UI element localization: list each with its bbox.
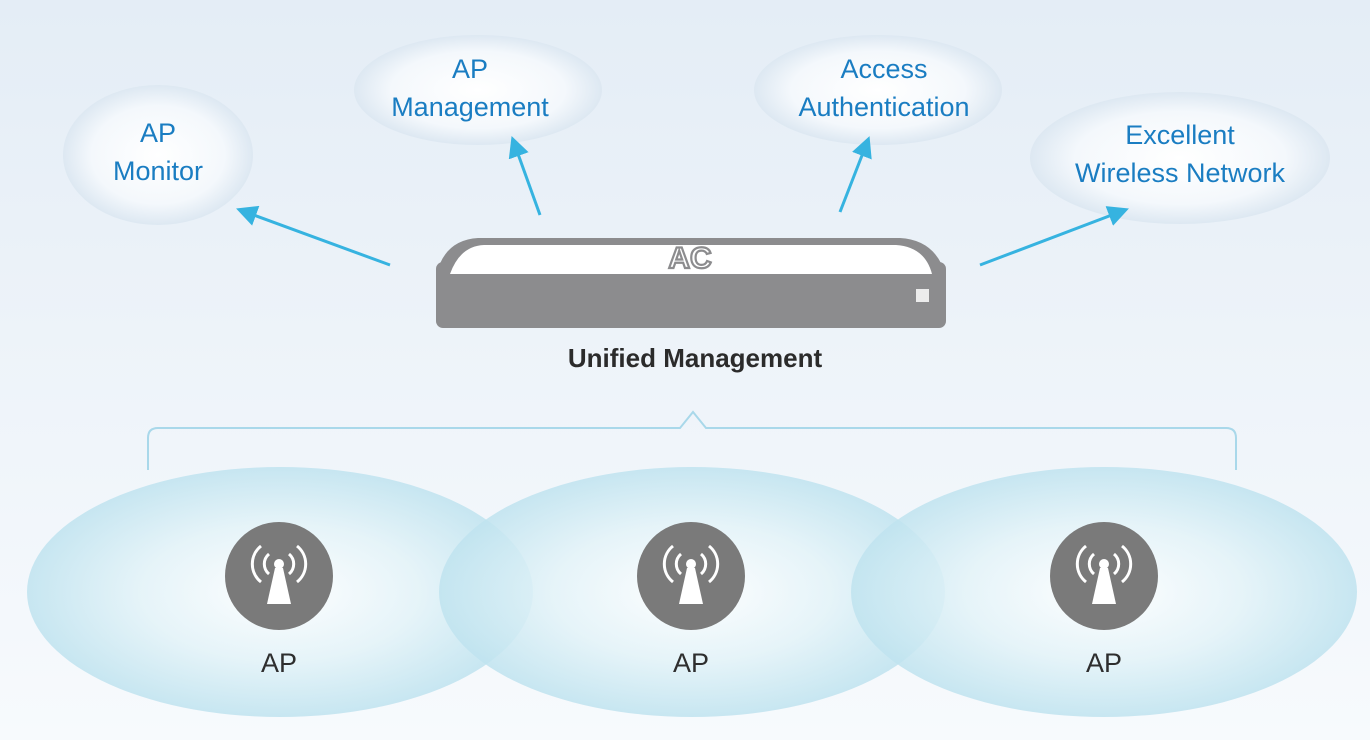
bubble-label-ap-management: AP Management: [370, 50, 570, 126]
bubble-line: Monitor: [112, 156, 204, 186]
ap-label: AP: [260, 648, 298, 678]
bubble-line: Wireless Network: [1074, 158, 1286, 188]
bubble-line: Excellent: [1125, 120, 1235, 150]
arrow-to-ap-monitor: [236, 205, 391, 267]
connection-bracket: [147, 410, 1237, 470]
bubble-line: Access: [840, 54, 928, 84]
arrow-to-wireless-network: [979, 206, 1129, 267]
arrow-to-access-authentication: [838, 136, 872, 213]
bubble-label-ap-monitor: AP Monitor: [58, 114, 258, 190]
bubble-line: AP: [451, 54, 489, 84]
bubble-ap-management: [354, 35, 602, 145]
controller-caption: Unified Management: [567, 343, 823, 373]
ap-label: AP: [1085, 648, 1123, 678]
bubble-line: Management: [391, 92, 549, 122]
ap-label: AP: [672, 648, 710, 678]
ac-label: AC: [668, 242, 711, 275]
ap-antenna-icon: [637, 522, 745, 630]
arrow-to-ap-management: [508, 136, 542, 216]
ap-antenna-icon: [225, 522, 333, 630]
bubble-line: Authentication: [798, 92, 970, 122]
bubble-wireless-network: [1030, 92, 1330, 224]
bubble-label-access-authentication: Access Authentication: [764, 50, 1004, 126]
ap-antenna-icon: [1050, 522, 1158, 630]
ac-controller-device: AC: [436, 238, 946, 328]
bubble-label-wireless-network: Excellent Wireless Network: [1040, 116, 1320, 192]
ac-status-led: [916, 289, 929, 302]
bubble-ap-monitor: [63, 85, 253, 225]
bubble-line: AP: [139, 118, 177, 148]
bubble-access-authentication: [754, 35, 1002, 145]
